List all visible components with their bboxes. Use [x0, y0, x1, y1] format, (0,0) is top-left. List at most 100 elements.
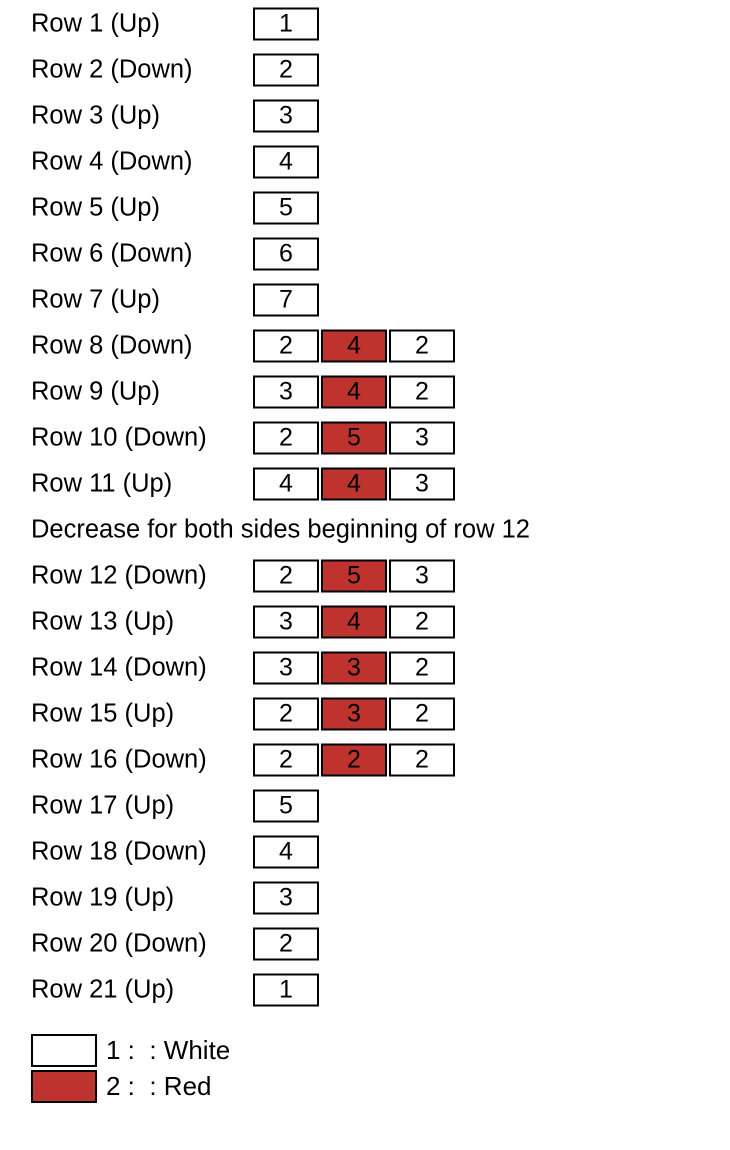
- stitch-cell-white: 2: [253, 329, 319, 363]
- stitch-cell-red: 5: [321, 421, 387, 455]
- stitch-cell-white: 7: [253, 283, 319, 317]
- stitch-cell-white: 4: [253, 145, 319, 179]
- stitch-cell-red: 3: [321, 697, 387, 731]
- stitch-cell-white: 2: [389, 375, 455, 409]
- stitch-cell-strip: 2: [253, 53, 319, 87]
- stitch-cell-strip: 1: [253, 973, 319, 1007]
- stitch-cell-red: 2: [321, 743, 387, 777]
- pattern-row: Row 18 (Down) 4: [0, 832, 730, 872]
- stitch-cell-red: 4: [321, 467, 387, 501]
- pattern-row: Row 20 (Down) 2: [0, 924, 730, 964]
- row-label: Row 2 (Down): [31, 55, 193, 84]
- stitch-cell-white: 3: [253, 99, 319, 133]
- stitch-cell-white: 1: [253, 973, 319, 1007]
- legend-label: 2 : : Red: [106, 1071, 212, 1101]
- stitch-cell-white: 2: [253, 53, 319, 87]
- pattern-row: Row 3 (Up) 3: [0, 96, 730, 136]
- stitch-cell-white: 3: [389, 421, 455, 455]
- row-label: Row 11 (Up): [31, 469, 173, 498]
- stitch-cell-strip: 4: [253, 145, 319, 179]
- pattern-note-line: Decrease for both sides beginning of row…: [0, 510, 730, 550]
- row-label: Row 15 (Up): [31, 699, 175, 728]
- stitch-cell-white: 2: [389, 329, 455, 363]
- legend-item: 2 : : Red: [31, 1068, 431, 1104]
- row-label: Row 13 (Up): [31, 607, 175, 636]
- pattern-row: Row 5 (Up) 5: [0, 188, 730, 228]
- stitch-cell-white: 3: [253, 881, 319, 915]
- row-label: Row 7 (Up): [31, 285, 160, 314]
- pattern-row: Row 1 (Up) 1: [0, 4, 730, 44]
- stitch-cell-white: 1: [253, 7, 319, 41]
- row-label: Row 18 (Down): [31, 837, 207, 866]
- stitch-cell-white: 2: [389, 697, 455, 731]
- row-label: Row 20 (Down): [31, 929, 207, 958]
- stitch-cell-white: 6: [253, 237, 319, 271]
- stitch-cell-white: 2: [253, 743, 319, 777]
- stitch-cell-strip: 4: [253, 835, 319, 869]
- stitch-cell-white: 4: [253, 835, 319, 869]
- row-label: Row 8 (Down): [31, 331, 193, 360]
- stitch-cell-strip: 6: [253, 237, 319, 271]
- row-label: Row 1 (Up): [31, 9, 160, 38]
- row-label: Row 5 (Up): [31, 193, 160, 222]
- stitch-cell-white: 2: [253, 927, 319, 961]
- stitch-cell-strip: 5: [253, 789, 319, 823]
- row-label: Row 9 (Up): [31, 377, 160, 406]
- row-label: Row 21 (Up): [31, 975, 175, 1004]
- stitch-cell-white: 5: [253, 191, 319, 225]
- stitch-cell-white: 5: [253, 789, 319, 823]
- stitch-cell-white: 3: [389, 559, 455, 593]
- row-label: Row 12 (Down): [31, 561, 207, 590]
- stitch-cell-red: 4: [321, 329, 387, 363]
- stitch-cell-white: 2: [253, 559, 319, 593]
- pattern-row: Row 7 (Up) 7: [0, 280, 730, 320]
- stitch-cell-strip: 2: [253, 927, 319, 961]
- row-label: Row 10 (Down): [31, 423, 207, 452]
- pattern-row: Row 6 (Down) 6: [0, 234, 730, 274]
- row-label: Row 6 (Down): [31, 239, 193, 268]
- legend-item: 1 : : White: [31, 1032, 431, 1068]
- stitch-cell-white: 4: [253, 467, 319, 501]
- stitch-cell-white: 2: [389, 743, 455, 777]
- stitch-cell-white: 3: [389, 467, 455, 501]
- legend-swatch-white: [31, 1033, 97, 1067]
- row-label: Row 19 (Up): [31, 883, 175, 912]
- stitch-cell-strip: 1: [253, 7, 319, 41]
- row-label: Row 17 (Up): [31, 791, 175, 820]
- stitch-cell-white: 3: [253, 605, 319, 639]
- row-label: Row 14 (Down): [31, 653, 207, 682]
- stitch-cell-white: 3: [253, 651, 319, 685]
- pattern-note-text: Decrease for both sides beginning of row…: [31, 515, 530, 544]
- legend-swatch-red: [31, 1069, 97, 1103]
- stitch-cell-red: 5: [321, 559, 387, 593]
- stitch-cell-red: 4: [321, 605, 387, 639]
- pattern-row: Row 21 (Up) 1: [0, 970, 730, 1010]
- row-label: Row 3 (Up): [31, 101, 160, 130]
- pattern-row: Row 2 (Down) 2: [0, 50, 730, 90]
- stitch-cell-red: 4: [321, 375, 387, 409]
- stitch-cell-strip: 3: [253, 881, 319, 915]
- stitch-cell-strip: 7: [253, 283, 319, 317]
- stitch-cell-strip: 5: [253, 191, 319, 225]
- stitch-cell-white: 2: [389, 651, 455, 685]
- stitch-cell-white: 3: [253, 375, 319, 409]
- row-label: Row 4 (Down): [31, 147, 193, 176]
- stitch-cell-strip: 3: [253, 99, 319, 133]
- row-label: Row 16 (Down): [31, 745, 207, 774]
